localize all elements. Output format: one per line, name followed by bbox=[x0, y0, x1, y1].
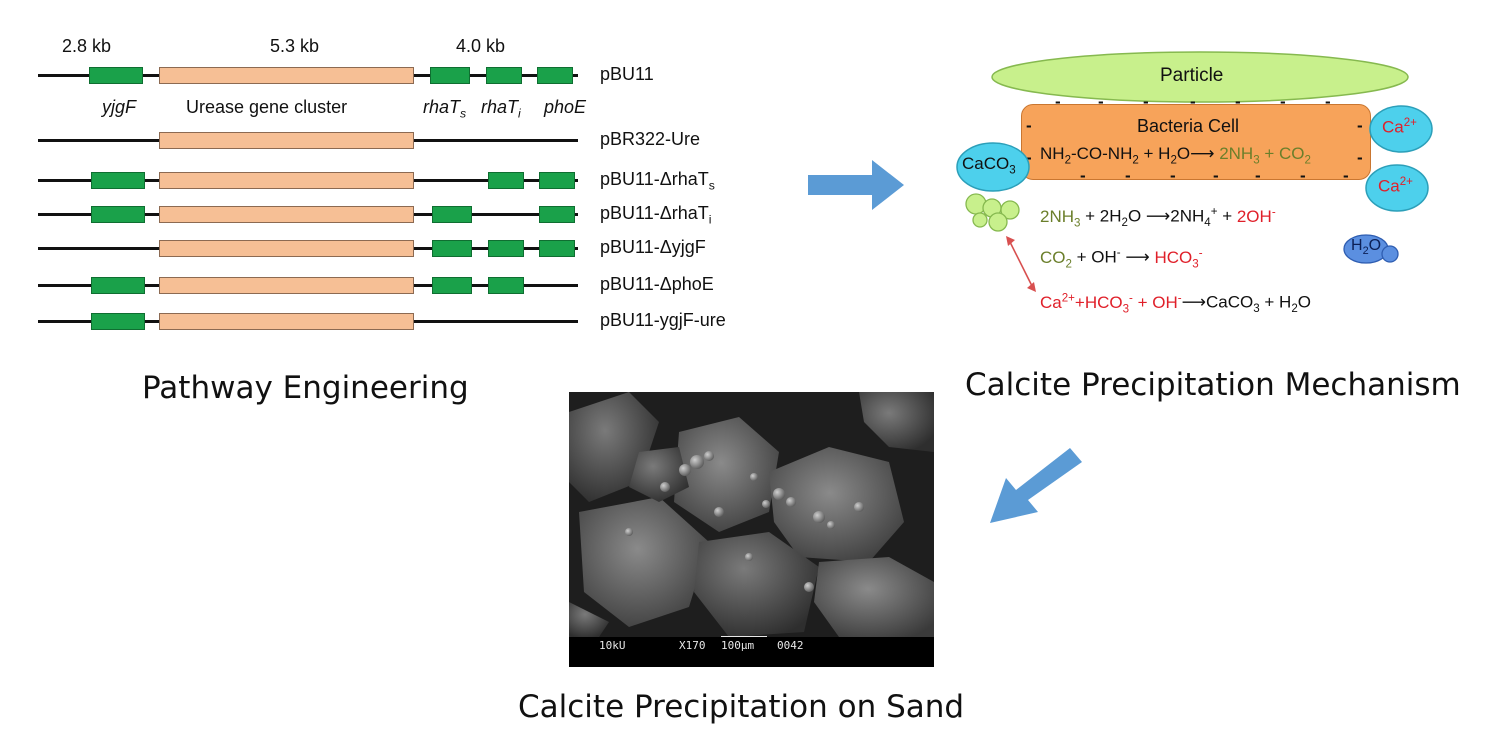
sem-scale-label: 100μm bbox=[721, 639, 755, 652]
caption-pathway: Pathway Engineering bbox=[142, 370, 469, 406]
plasmid-label: pBU11 bbox=[600, 64, 654, 84]
charge-minus: - bbox=[1026, 116, 1032, 135]
size-label-urease: 5.3 kb bbox=[270, 36, 320, 56]
gene-rhaTs bbox=[432, 206, 472, 223]
urease-cluster bbox=[159, 67, 414, 84]
urease-cluster bbox=[159, 206, 414, 223]
size-label-rha: 4.0 kb bbox=[456, 36, 506, 56]
arrow-down-left-icon bbox=[990, 448, 1082, 523]
charge-minus: - bbox=[1080, 166, 1086, 185]
sem-voltage: 10kU bbox=[599, 639, 626, 652]
equilibrium-arrow-icon bbox=[1006, 236, 1036, 292]
arrow-right-icon bbox=[808, 160, 904, 210]
urease-cluster bbox=[159, 277, 414, 294]
urease-cluster bbox=[159, 172, 414, 189]
charge-minus: - bbox=[1055, 92, 1061, 111]
gene-label-rhaTs: rhaTs bbox=[423, 97, 467, 121]
gene-rhaTi bbox=[486, 67, 522, 84]
charge-minus: - bbox=[1357, 116, 1363, 135]
calcium-ion-label: Ca2+ bbox=[1378, 176, 1413, 196]
plasmid-label: pBR322-Ure bbox=[600, 129, 701, 149]
sem-micrograph bbox=[569, 392, 934, 637]
charge-minus: - bbox=[1213, 166, 1219, 185]
gene-yjgF bbox=[91, 172, 145, 189]
ammonia-equation: 2NH3 + 2H2O ⟶2NH4+ + 2OH- bbox=[1040, 206, 1276, 230]
charge-minus: - bbox=[1190, 92, 1196, 111]
charge-minus: - bbox=[1098, 92, 1104, 111]
sem-magnification: X170 bbox=[679, 639, 706, 652]
calcium-ion-bubble bbox=[1369, 105, 1433, 153]
plasmid-label: pBU11-ΔphoE bbox=[600, 274, 714, 294]
sem-info-bar bbox=[569, 637, 934, 667]
gene-rhaTs bbox=[430, 67, 470, 84]
plasmid-label: pBU11-ygjF-ure bbox=[600, 310, 726, 330]
caption-sand: Calcite Precipitation on Sand bbox=[518, 689, 965, 725]
charge-minus: - bbox=[1125, 166, 1131, 185]
crystal-cluster bbox=[965, 193, 1020, 232]
gene-yjgF bbox=[91, 206, 145, 223]
calcium-ion-label: Ca2+ bbox=[1382, 117, 1417, 137]
gene-phoE bbox=[539, 206, 575, 223]
charge-minus: - bbox=[1143, 92, 1149, 111]
sem-scale-bar bbox=[721, 636, 767, 637]
plasmid-label: pBU11-ΔyjgF bbox=[600, 237, 706, 257]
gene-rhaTi bbox=[488, 277, 524, 294]
gene-yjgF bbox=[91, 277, 145, 294]
charge-minus: - bbox=[1325, 92, 1331, 111]
gene-phoE bbox=[539, 240, 575, 257]
bacteria-cell bbox=[1021, 104, 1371, 180]
cell-label: Bacteria Cell bbox=[1137, 116, 1240, 136]
charge-minus: - bbox=[1235, 92, 1241, 111]
gene-rhaTs bbox=[432, 240, 472, 257]
gene-yjgF bbox=[89, 67, 143, 84]
bicarbonate-equation: CO2 + OH- ⟶ HCO3- bbox=[1040, 247, 1203, 271]
gene-yjgF bbox=[91, 313, 145, 330]
gene-rhaTi bbox=[488, 172, 524, 189]
charge-minus: - bbox=[1343, 166, 1349, 185]
gene-rhaTi bbox=[488, 240, 524, 257]
gene-label-phoE: phoE bbox=[544, 97, 587, 117]
gene-label-rhaTi: rhaTi bbox=[481, 97, 521, 121]
gene-label-yjgF: yjgF bbox=[102, 97, 137, 117]
calcite-equation: Ca2++HCO3- + OH-⟶CaCO3 + H2O bbox=[1040, 292, 1311, 316]
particle-shape bbox=[991, 51, 1409, 103]
urease-cluster bbox=[159, 132, 414, 149]
gene-label-urease: Urease gene cluster bbox=[186, 97, 348, 117]
water-molecule-icon bbox=[1343, 234, 1399, 264]
caption-mechanism: Calcite Precipitation Mechanism bbox=[965, 367, 1461, 403]
particle-label: Particle bbox=[1160, 65, 1224, 86]
sem-image: 10kU X170 100μm 0042 bbox=[569, 392, 934, 667]
caco3-bubble bbox=[956, 142, 1030, 192]
charge-minus: - bbox=[1255, 166, 1261, 185]
urease-cluster bbox=[159, 240, 414, 257]
charge-minus: - bbox=[1026, 148, 1032, 167]
plasmid-label: pBU11-ΔrhaTs bbox=[600, 169, 715, 193]
plasmid-label: pBU11-ΔrhaTi bbox=[600, 203, 712, 227]
charge-minus: - bbox=[1357, 148, 1363, 167]
gene-phoE bbox=[537, 67, 573, 84]
gene-rhaTs bbox=[432, 277, 472, 294]
urease-cluster bbox=[159, 313, 414, 330]
urea-hydrolysis-equation: NH2-CO-NH2 + H2O⟶ 2NH3 + CO2 bbox=[1040, 144, 1311, 167]
water-label: H2O bbox=[1351, 237, 1382, 258]
charge-minus: - bbox=[1170, 166, 1176, 185]
size-label-yjgF: 2.8 kb bbox=[62, 36, 112, 56]
calcium-ion-bubble bbox=[1365, 164, 1429, 212]
caco3-label: CaCO3 bbox=[962, 154, 1016, 177]
charge-minus: - bbox=[1280, 92, 1286, 111]
gene-phoE bbox=[539, 172, 575, 189]
charge-minus: - bbox=[1300, 166, 1306, 185]
sem-image-number: 0042 bbox=[777, 639, 804, 652]
